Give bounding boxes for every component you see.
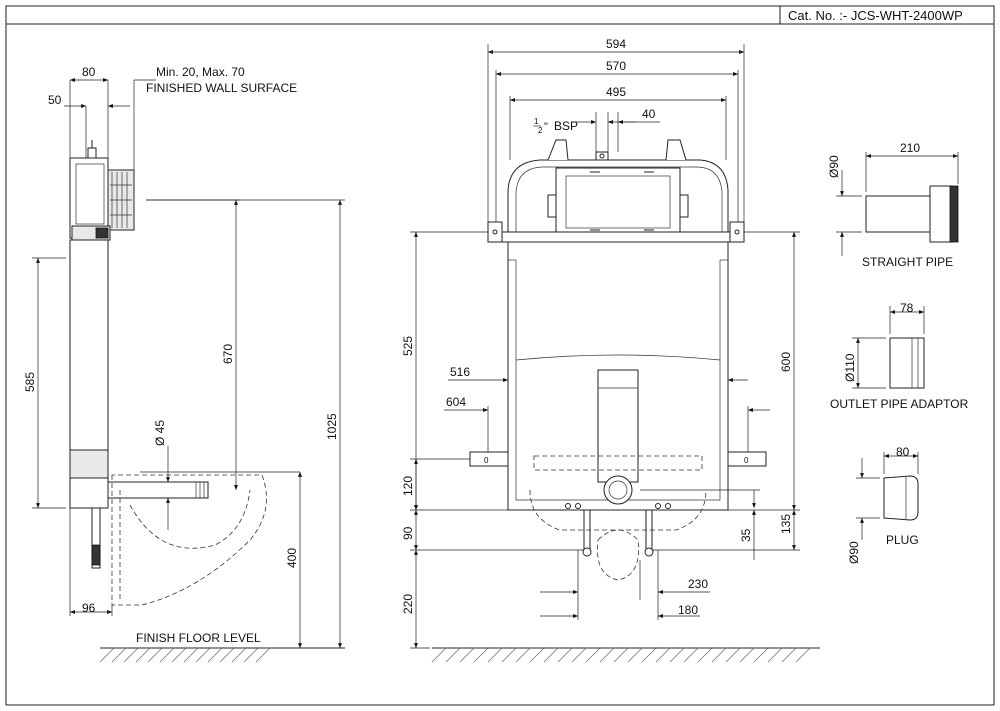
front-flush-opening [555,167,681,233]
front-frame [507,242,729,511]
finished-wall-label: FINISHED WALL SURFACE [146,81,297,95]
svg-text:": " [544,121,548,133]
bsp-label: BSP [554,119,578,133]
dim-side-dia45: Ø 45 [153,420,167,446]
front-view: 0 0 594 570 495 1 2 " [401,37,820,663]
front-foot-left [469,451,509,467]
adaptor-length: 78 [900,301,914,315]
front-outlet [603,475,633,505]
dim-side-80: 80 [82,65,96,79]
adaptor-label: OUTLET PIPE ADAPTOR [830,397,969,411]
catalog-number: Cat. No. :- JCS-WHT-2400WP [788,8,963,23]
front-mount-rail [487,231,745,243]
sheet-border [5,5,995,706]
dim-side-50: 50 [48,93,62,107]
floor-level-label: FINISH FLOOR LEVEL [136,631,261,645]
dim-front-135: 135 [779,514,793,534]
svg-text:0: 0 [744,456,749,465]
dim-side-96: 96 [82,601,96,615]
dim-front-600: 600 [779,352,793,372]
bsp-denominator: 2 [538,126,543,135]
dim-front-40: 40 [642,107,656,121]
dim-side-585: 585 [23,372,37,392]
dim-front-525: 525 [401,336,415,356]
straight-pipe-length: 210 [900,141,920,155]
front-cistern-outline [507,159,729,235]
dim-side-1025: 1025 [325,413,339,440]
plug-dia: Ø90 [847,541,861,564]
wall-range-label: Min. 20, Max. 70 [156,65,245,79]
dim-front-35: 35 [739,528,753,542]
side-outlet-pipe [107,481,209,499]
front-downpipe [597,369,639,483]
straight-pipe-label: STRAIGHT PIPE [862,255,953,269]
dim-side-400: 400 [285,548,299,568]
dim-front-570: 570 [606,59,626,73]
adaptor-dia: Ø110 [843,353,857,382]
plug: 80 Ø90 PLUG [847,445,919,564]
front-foot-right [727,451,767,467]
outlet-pipe-adaptor: 78 Ø110 OUTLET PIPE ADAPTOR [830,301,969,411]
dim-side-670: 670 [221,344,235,364]
bsp-numerator: 1 [534,117,539,126]
side-view: 80 50 Min. 20, Max. 70 FINISHED WALL SUR… [23,65,345,663]
side-floor-hatch [99,647,271,663]
dim-front-495: 495 [606,85,626,99]
straight-pipe-dia: Ø90 [827,155,841,178]
dim-front-90: 90 [401,526,415,540]
dim-front-604: 604 [446,395,466,409]
dim-front-120: 120 [401,476,415,496]
straight-pipe: 210 Ø90 STRAIGHT PIPE [827,141,959,269]
plug-length: 80 [896,445,910,459]
dim-front-594: 594 [606,37,626,51]
side-tank [69,239,109,451]
front-floor-hatch [431,647,811,663]
dim-front-220: 220 [401,594,415,614]
plug-label: PLUG [886,533,919,547]
side-wc-outline [111,474,267,606]
dim-front-230: 230 [688,577,708,591]
svg-text:0: 0 [484,456,489,465]
dim-front-180: 180 [678,603,698,617]
dim-front-516: 516 [450,365,470,379]
